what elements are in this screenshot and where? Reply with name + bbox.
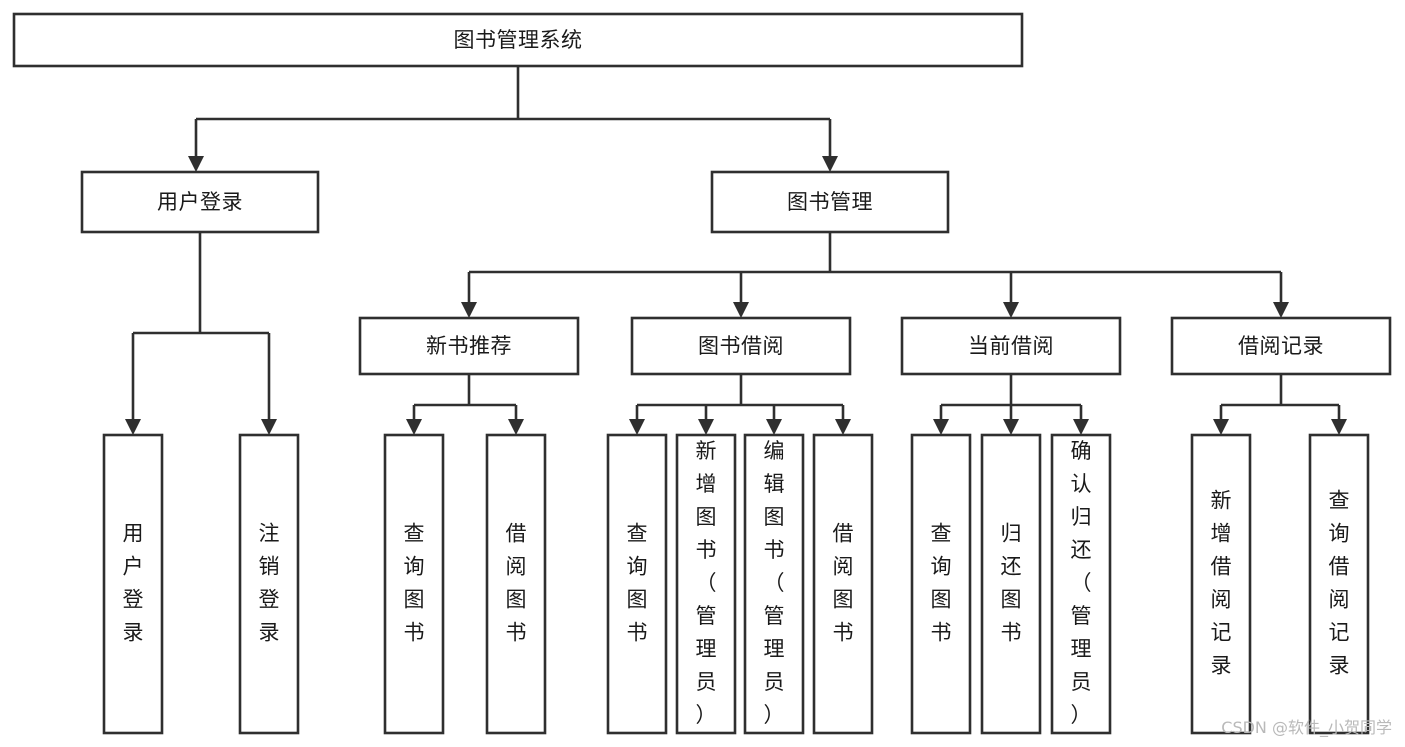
- node-root[interactable]: 图书管理系统: [12, 12, 1024, 68]
- node-leaf-query-record[interactable]: 查询借阅记录: [1308, 433, 1370, 735]
- node-leaf-borrow-book-2-label: 借阅图书: [833, 522, 854, 645]
- node-leaf-query-record-box[interactable]: [1308, 433, 1370, 735]
- arrow-head-book-borrow: [733, 302, 749, 318]
- node-current-borrow[interactable]: 当前借阅: [900, 316, 1122, 376]
- arrow-head-leaf-query-book-3: [933, 419, 949, 435]
- node-leaf-edit-book-box[interactable]: [743, 433, 805, 735]
- node-leaf-query-book-2-label: 查询图书: [627, 522, 648, 645]
- node-leaf-return-book-box[interactable]: [980, 433, 1042, 735]
- node-leaf-user-login-label: 用户登录: [123, 522, 144, 645]
- node-leaf-logout[interactable]: 注销登录: [238, 433, 300, 735]
- node-leaf-query-book-1-label: 查询图书: [404, 522, 425, 645]
- node-leaf-borrow-book-1[interactable]: 借阅图书: [485, 433, 547, 735]
- arrow-head-leaf-borrow-book-1: [508, 419, 524, 435]
- node-leaf-query-book-3-box[interactable]: [910, 433, 972, 735]
- node-borrow-record[interactable]: 借阅记录: [1170, 316, 1392, 376]
- node-leaf-return-book[interactable]: 归还图书: [980, 433, 1042, 735]
- node-leaf-add-book[interactable]: 新增图书（管理员）: [675, 433, 737, 735]
- arrow-head-leaf-logout: [261, 419, 277, 435]
- node-leaf-borrow-book-1-label: 借阅图书: [506, 522, 527, 645]
- node-book-manage-box[interactable]: [710, 170, 950, 234]
- node-user-login[interactable]: 用户登录: [80, 170, 320, 234]
- node-new-book-rec-label: 新书推荐: [426, 334, 512, 358]
- node-leaf-add-book-label: 新增图书（管理员）: [696, 439, 717, 727]
- arrow-head-new-book-rec: [461, 302, 477, 318]
- node-leaf-confirm-return-box[interactable]: [1050, 433, 1112, 735]
- node-leaf-borrow-book-1-box[interactable]: [485, 433, 547, 735]
- node-new-book-rec[interactable]: 新书推荐: [358, 316, 580, 376]
- csdn-watermark: CSDN @软件_小贺同学: [1221, 718, 1392, 738]
- node-leaf-add-record-label: 新增借阅记录: [1211, 489, 1232, 678]
- connector-layer: [125, 66, 1347, 435]
- node-leaf-query-record-label: 查询借阅记录: [1329, 489, 1350, 678]
- node-leaf-add-book-box[interactable]: [675, 433, 737, 735]
- node-current-borrow-box[interactable]: [900, 316, 1122, 376]
- node-user-login-label: 用户登录: [157, 190, 243, 214]
- node-leaf-user-login-box[interactable]: [102, 433, 164, 735]
- node-leaf-add-record-box[interactable]: [1190, 433, 1252, 735]
- arrow-head-leaf-query-book-2: [629, 419, 645, 435]
- node-leaf-edit-book[interactable]: 编辑图书（管理员）: [743, 433, 805, 735]
- node-book-manage[interactable]: 图书管理: [710, 170, 950, 234]
- node-root-box[interactable]: [12, 12, 1024, 68]
- node-leaf-query-book-1-box[interactable]: [383, 433, 445, 735]
- arrow-head-leaf-add-book: [698, 419, 714, 435]
- arrow-head-leaf-confirm-return: [1073, 419, 1089, 435]
- arrow-head-leaf-return-book: [1003, 419, 1019, 435]
- node-leaf-confirm-return-label: 确认归还（管理员）: [1071, 439, 1092, 727]
- arrow-head-leaf-query-book-1: [406, 419, 422, 435]
- node-leaf-return-book-label: 归还图书: [1001, 522, 1022, 645]
- arrow-head-leaf-query-record: [1331, 419, 1347, 435]
- node-leaf-query-book-1[interactable]: 查询图书: [383, 433, 445, 735]
- node-new-book-rec-box[interactable]: [358, 316, 580, 376]
- node-leaf-query-book-2-box[interactable]: [606, 433, 668, 735]
- node-root-label: 图书管理系统: [454, 28, 583, 52]
- arrow-head-current-borrow: [1003, 302, 1019, 318]
- arrow-head-book-manage: [822, 156, 838, 172]
- arrow-head-user-login: [188, 156, 204, 172]
- node-borrow-record-label: 借阅记录: [1238, 334, 1324, 358]
- node-leaf-borrow-book-2[interactable]: 借阅图书: [812, 433, 874, 735]
- node-book-borrow-label: 图书借阅: [698, 334, 784, 358]
- node-book-borrow[interactable]: 图书借阅: [630, 316, 852, 376]
- node-borrow-record-box[interactable]: [1170, 316, 1392, 376]
- arrow-head-leaf-edit-book: [766, 419, 782, 435]
- node-leaf-user-login[interactable]: 用户登录: [102, 433, 164, 735]
- arrow-head-leaf-user-login: [125, 419, 141, 435]
- node-leaf-edit-book-label: 编辑图书（管理员）: [764, 439, 785, 727]
- node-book-borrow-box[interactable]: [630, 316, 852, 376]
- node-current-borrow-label: 当前借阅: [968, 334, 1054, 358]
- arrow-head-borrow-record: [1273, 302, 1289, 318]
- node-leaf-query-book-2[interactable]: 查询图书: [606, 433, 668, 735]
- node-leaf-borrow-book-2-box[interactable]: [812, 433, 874, 735]
- arrow-head-leaf-borrow-book-2: [835, 419, 851, 435]
- node-leaf-confirm-return[interactable]: 确认归还（管理员）: [1050, 433, 1112, 735]
- arrow-head-leaf-add-record: [1213, 419, 1229, 435]
- node-leaf-logout-label: 注销登录: [259, 522, 280, 645]
- node-leaf-query-book-3[interactable]: 查询图书: [910, 433, 972, 735]
- node-leaf-logout-box[interactable]: [238, 433, 300, 735]
- node-book-manage-label: 图书管理: [787, 190, 873, 214]
- node-leaf-query-book-3-label: 查询图书: [931, 522, 952, 645]
- node-leaf-add-record[interactable]: 新增借阅记录: [1190, 433, 1252, 735]
- leaf-node-layer: 用户登录 注销登录 查询图书 借阅图书 查询图书 新增图书（管理员） 编辑图书（管理员） 借阅…: [102, 433, 1370, 735]
- node-user-login-box[interactable]: [80, 170, 320, 234]
